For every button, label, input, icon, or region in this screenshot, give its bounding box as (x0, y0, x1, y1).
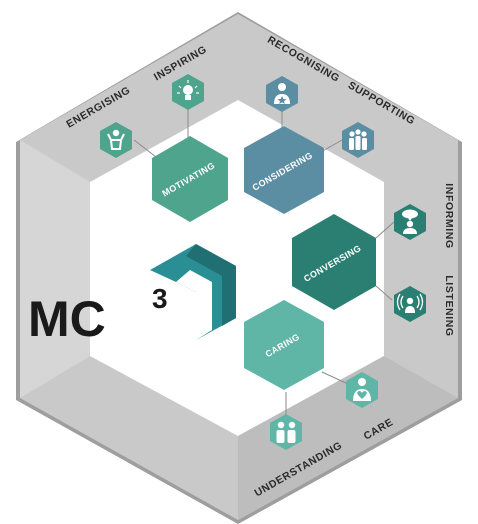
connector-care (321, 371, 349, 385)
frame-face-bottom (238, 356, 458, 520)
hex-caring-shape (244, 300, 324, 390)
logo-chevron-front (176, 270, 212, 340)
sound-waves-icon (394, 286, 426, 322)
label-informing: INFORMING (443, 183, 455, 248)
label-listening: LISTENING (443, 275, 455, 336)
hex-motivating-shape (152, 136, 228, 222)
hex-considering: CONSIDERING (244, 126, 324, 214)
hex-considering-shape (244, 126, 324, 214)
hex-conversing: CONVERSING (292, 214, 376, 310)
hex-motivating: MOTIVATING (152, 136, 228, 222)
hex-caring: CARING (244, 300, 324, 390)
connector-listening (375, 285, 393, 301)
logo-chevron-edge (186, 244, 236, 326)
logo-superscript: 3 (152, 283, 168, 314)
heart-person-icon (346, 372, 378, 408)
frame-face-left (20, 140, 90, 398)
lightbulb-icon (172, 74, 204, 110)
hex-conversing-shape (292, 214, 376, 310)
group-icon (342, 122, 374, 158)
two-people-icon (270, 414, 302, 450)
star-person-icon (266, 76, 298, 112)
logo-text: MC (28, 291, 106, 347)
connector-informing (375, 221, 395, 239)
mc3-logo: MC 3 (28, 244, 236, 347)
outer-frame (16, 12, 462, 524)
energising-person-icon (100, 122, 132, 158)
speech-bubble-icon (394, 204, 426, 240)
